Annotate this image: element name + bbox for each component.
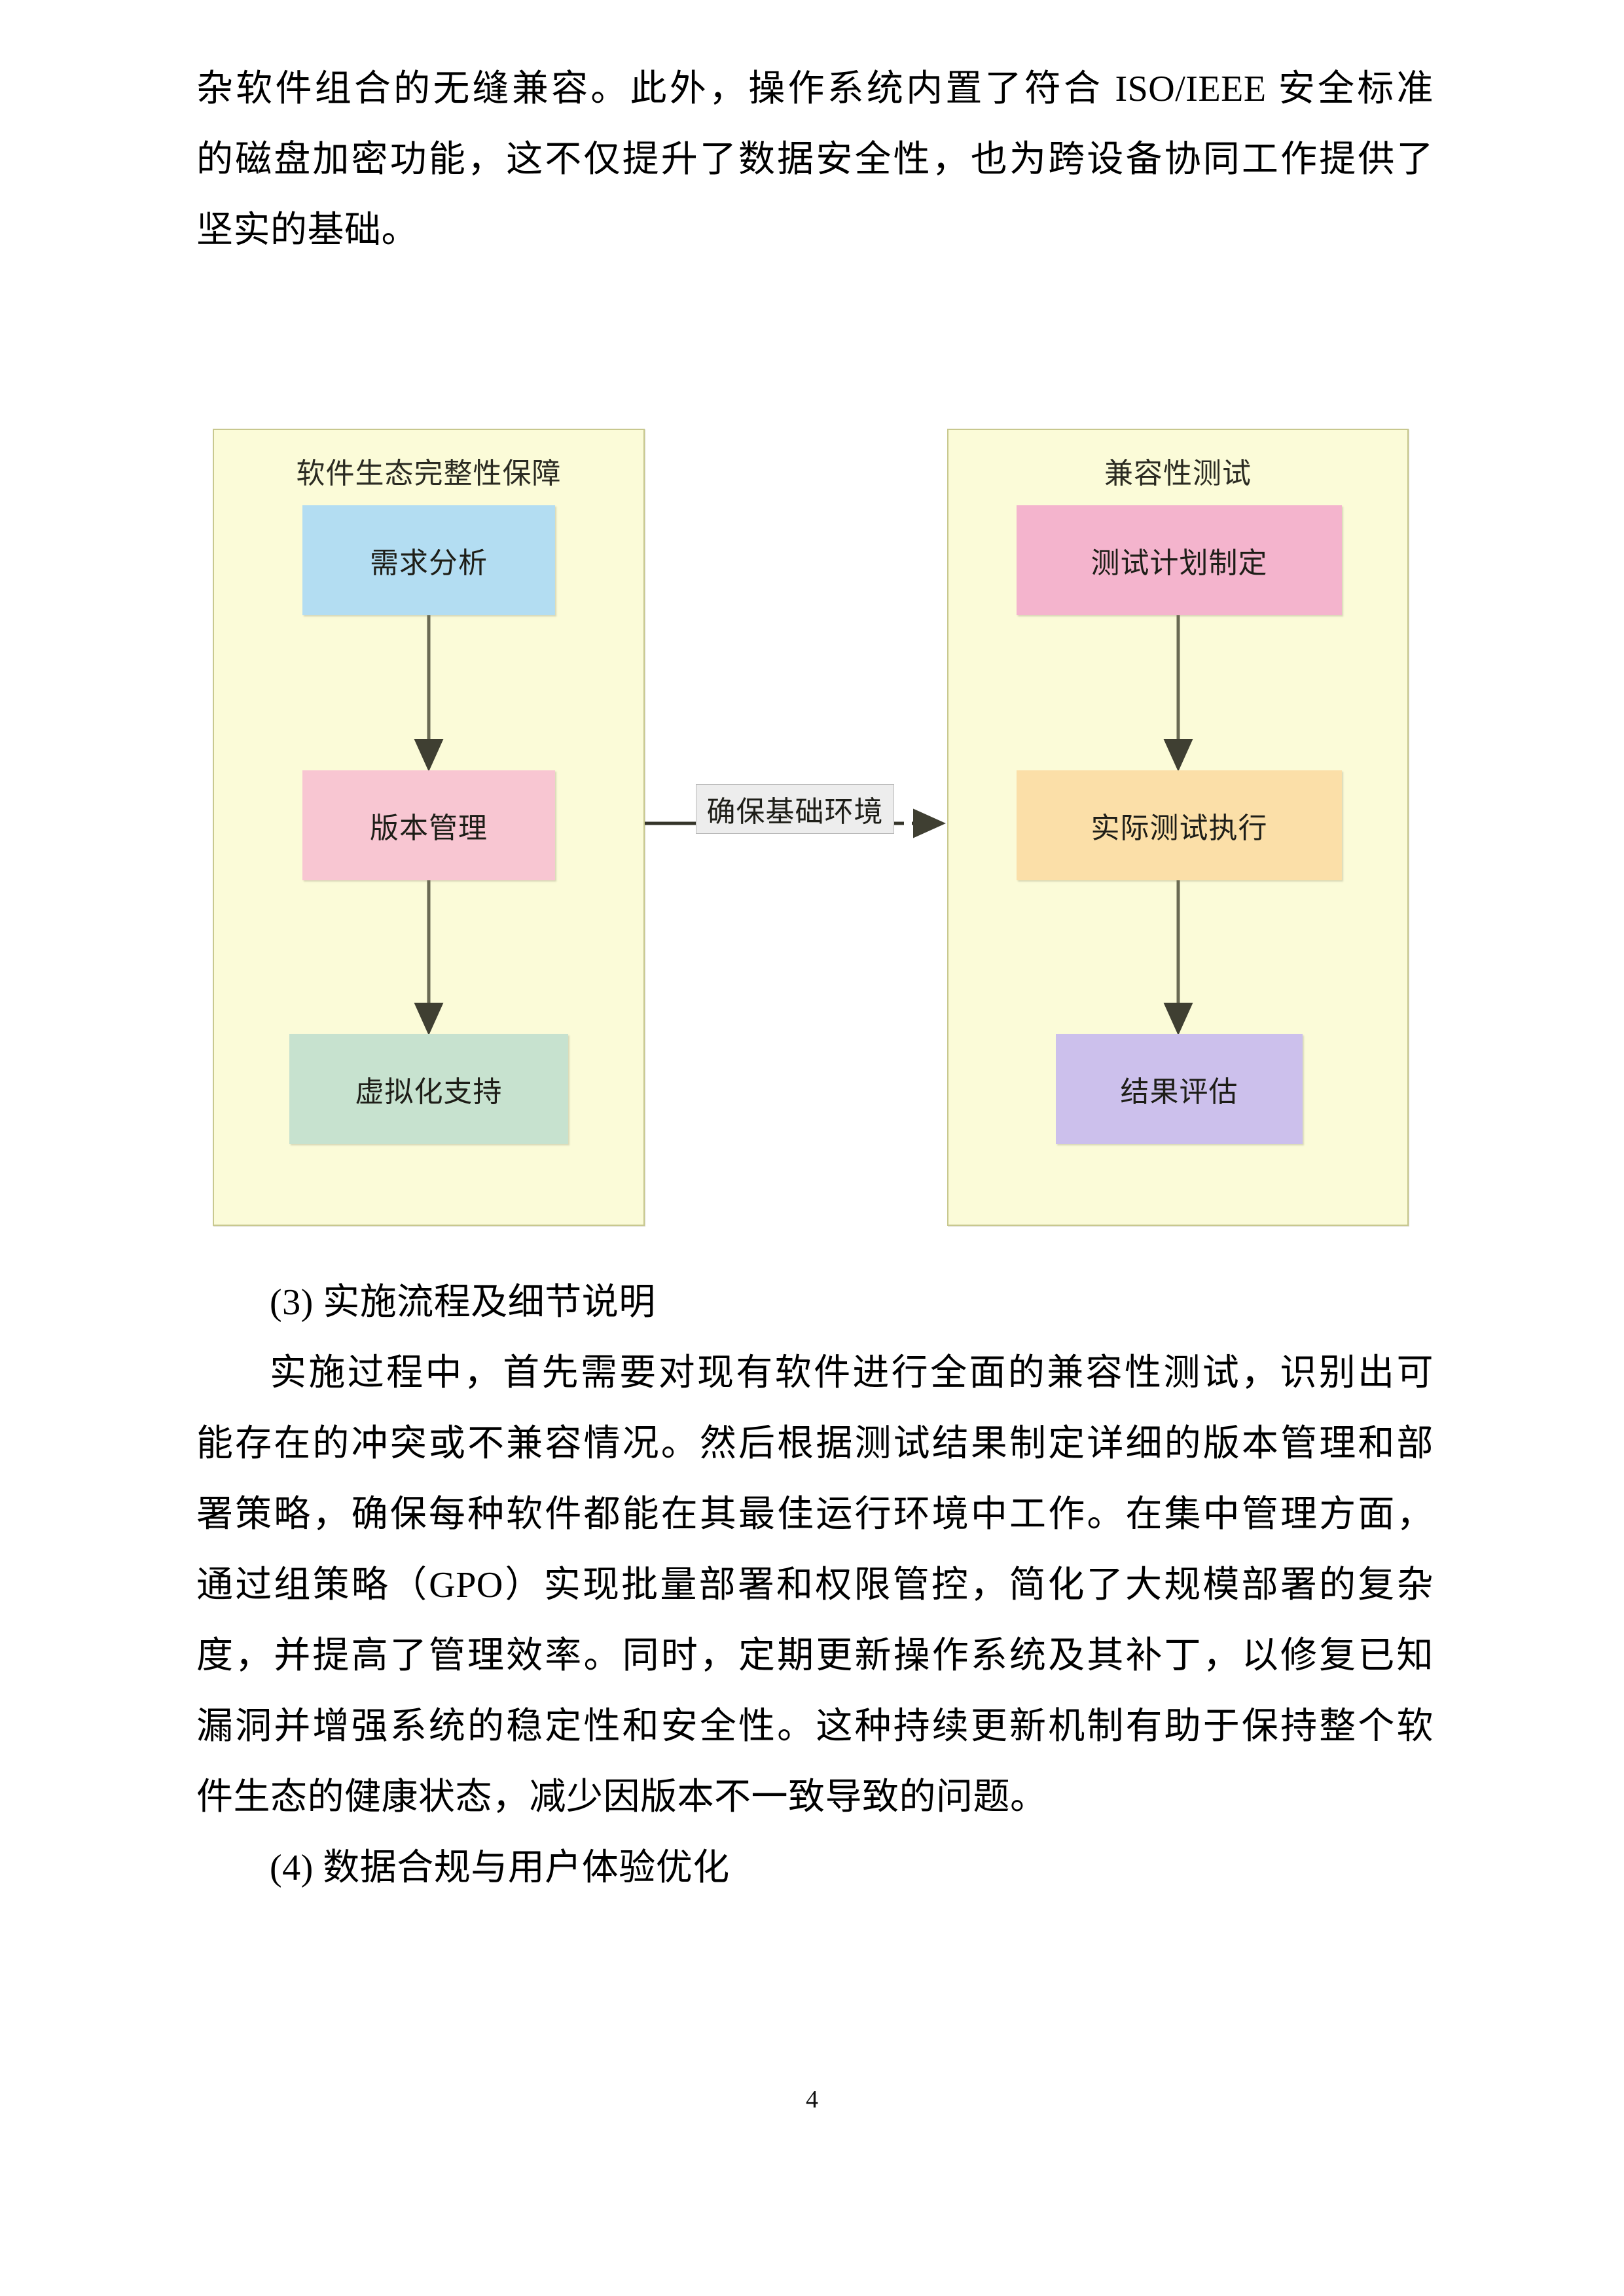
text-line: 件生态的健康状态，减少因版本不一致导致的问题。 [196, 1777, 1047, 1818]
node-label: 版本管理 [370, 812, 488, 845]
node-label: 实际测试执行 [1091, 812, 1268, 845]
edge-label-ensure-base-environment: 确保基础环境 [696, 784, 894, 834]
text-line: 漏洞并增强系统的稳定性和安全性。这种持续更新机制有助于保持整个软 [196, 1706, 1434, 1747]
node-requirement-analysis: 需求分析 [302, 505, 555, 615]
text-line: 通过组策略（GPO）实现批量部署和权限管控，简化了大规模部署的复杂 [196, 1565, 1434, 1605]
heading-4: (4) 数据合规与用户体验优化 [196, 1833, 1434, 1903]
node-label: 测试计划制定 [1091, 547, 1268, 580]
node-label: 需求分析 [370, 547, 488, 580]
heading-text: (4) 数据合规与用户体验优化 [270, 1848, 730, 1888]
paragraph-mid: 实施过程中，首先需要对现有软件进行全面的兼容性测试，识别出可 能存在的冲突或不兼… [196, 1338, 1434, 1833]
text-line: 能存在的冲突或不兼容情况。然后根据测试结果制定详细的版本管理和部 [196, 1424, 1434, 1464]
node-test-execution: 实际测试执行 [1017, 770, 1342, 880]
node-label: 结果评估 [1120, 1075, 1238, 1109]
edge-label-text: 确保基础环境 [706, 795, 884, 829]
cluster-left: 软件生态完整性保障 [213, 429, 645, 1226]
cluster-right-title: 兼容性测试 [1104, 457, 1252, 490]
cluster-left-title: 软件生态完整性保障 [296, 457, 562, 490]
cluster-right: 兼容性测试 [947, 429, 1409, 1226]
paragraph-top: 杂软件组合的无缝兼容。此外，操作系统内置了符合 ISO/IEEE 安全标准 的磁… [196, 54, 1434, 266]
text-line: 实施过程中，首先需要对现有软件进行全面的兼容性测试，识别出可 [270, 1353, 1434, 1393]
heading-3: (3) 实施流程及细节说明 [196, 1267, 1434, 1338]
page-number: 4 [806, 2086, 818, 2113]
node-result-evaluation: 结果评估 [1056, 1034, 1303, 1144]
heading-text: (3) 实施流程及细节说明 [270, 1282, 656, 1323]
text-line: 度，并提高了管理效率。同时，定期更新操作系统及其补丁，以修复已知 [196, 1636, 1434, 1676]
text-line: 的磁盘加密功能，这不仅提升了数据安全性，也为跨设备协同工作提供了 [196, 139, 1434, 180]
text-line: 署策略，确保每种软件都能在其最佳运行环境中工作。在集中管理方面， [196, 1494, 1434, 1535]
text-line: 坚实的基础。 [196, 210, 418, 251]
node-test-plan: 测试计划制定 [1017, 505, 1342, 615]
text-line: 杂软件组合的无缝兼容。此外，操作系统内置了符合 ISO/IEEE 安全标准 [196, 69, 1434, 109]
node-version-management: 版本管理 [302, 770, 555, 880]
node-virtualization-support: 虚拟化支持 [289, 1034, 568, 1144]
node-label: 虚拟化支持 [355, 1075, 503, 1109]
